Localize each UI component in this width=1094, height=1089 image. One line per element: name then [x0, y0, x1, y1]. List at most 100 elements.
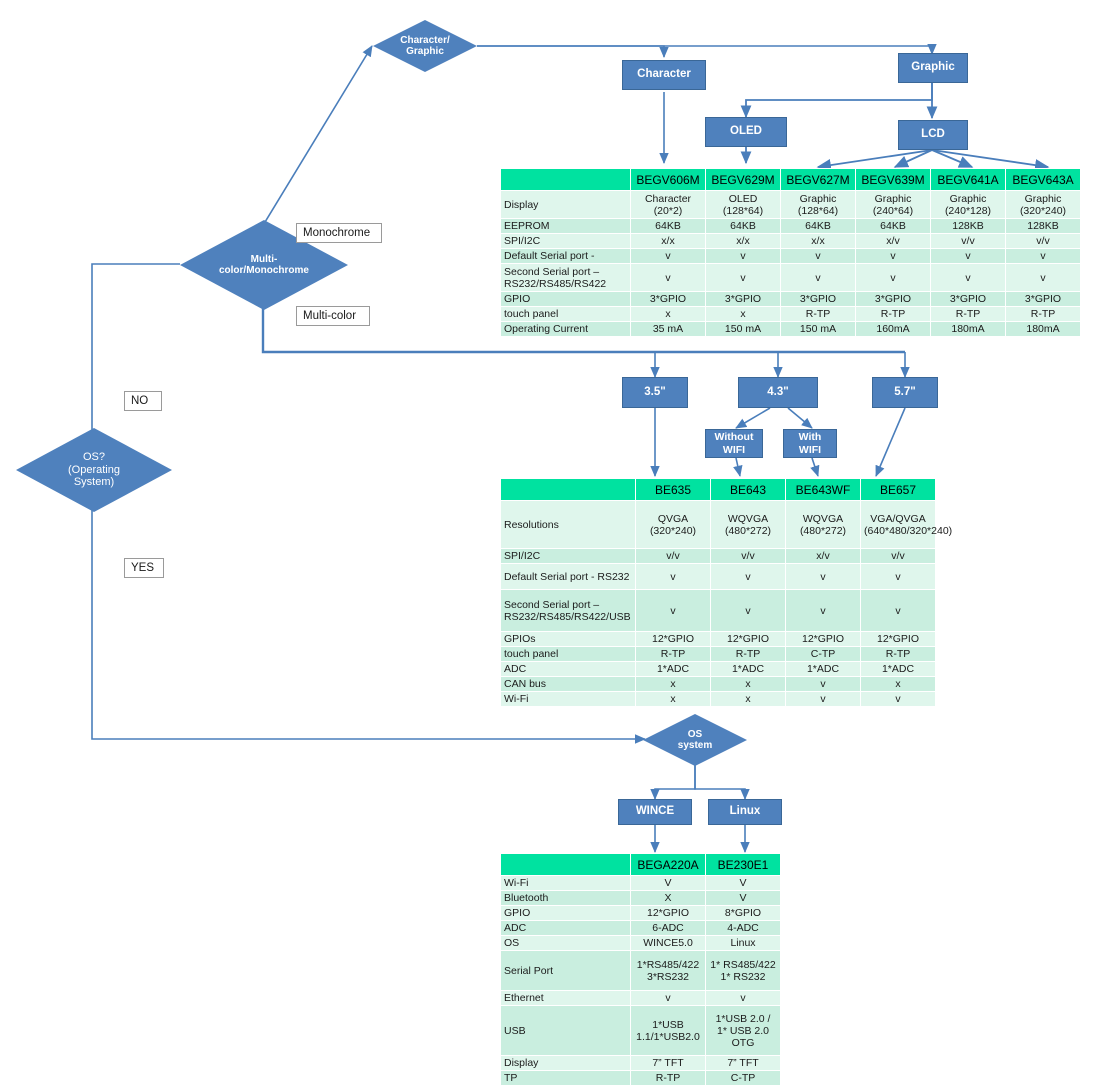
table-cell: C-TP: [785, 646, 861, 662]
decision-os[interactable]: OS? (Operating System): [16, 428, 172, 512]
table-cell: v: [860, 589, 936, 632]
decision-character-graphic-label: Character/ Graphic: [400, 34, 450, 58]
table-cell: V: [705, 875, 781, 891]
table-cell: x: [635, 691, 711, 707]
table-cell: 1*USB 2.0 / 1* USB 2.0 OTG: [705, 1005, 781, 1056]
node-size-35[interactable]: 3.5": [622, 377, 688, 408]
table-cell: v: [855, 248, 931, 264]
table-cell: Graphic (128*64): [780, 190, 856, 219]
table-cell: 128KB: [930, 218, 1006, 234]
table-cell: 3*GPIO: [1005, 291, 1081, 307]
node-size-57[interactable]: 5.7": [872, 377, 938, 408]
table-cell: v: [785, 676, 861, 692]
row-label: SPI/I2C: [500, 233, 631, 249]
table-cell: Graphic (240*128): [930, 190, 1006, 219]
row-label: Wi-Fi: [500, 691, 636, 707]
label-yes: YES: [124, 558, 164, 578]
column-header-BEGV629M: BEGV629M: [705, 168, 781, 191]
table-cell: R-TP: [630, 1070, 706, 1086]
table-cell: 1*ADC: [710, 661, 786, 677]
column-header-BEGV627M: BEGV627M: [780, 168, 856, 191]
table-cell: R-TP: [635, 646, 711, 662]
table-cell: 64KB: [780, 218, 856, 234]
table-cell: v/v: [930, 233, 1006, 249]
table-cell: v: [855, 263, 931, 292]
table-cell: v: [705, 248, 781, 264]
table-cell: R-TP: [710, 646, 786, 662]
row-label: USB: [500, 1005, 631, 1056]
table-cell: C-TP: [705, 1070, 781, 1086]
table-cell: v: [1005, 263, 1081, 292]
decision-character-graphic[interactable]: Character/ Graphic: [373, 20, 477, 72]
node-with-wifi[interactable]: With WIFI: [783, 429, 837, 458]
row-label: CAN bus: [500, 676, 636, 692]
node-oled[interactable]: OLED: [705, 117, 787, 147]
table-cell: 3*GPIO: [780, 291, 856, 307]
table-cell: v/v: [710, 548, 786, 564]
table-cell: 1*ADC: [860, 661, 936, 677]
table-corner-cell: [500, 168, 631, 191]
table-cell: 1* RS485/422 1* RS232: [705, 950, 781, 991]
table-cell: Graphic (320*240): [1005, 190, 1081, 219]
table-cell: VGA/QVGA (640*480/320*240): [860, 500, 952, 549]
node-linux[interactable]: Linux: [708, 799, 782, 825]
table-cell: x/x: [630, 233, 706, 249]
node-lcd[interactable]: LCD: [898, 120, 968, 150]
table-cell: x: [635, 676, 711, 692]
row-label: Default Serial port -: [500, 248, 631, 264]
table-cell: v: [780, 263, 856, 292]
row-label: Ethernet: [500, 990, 631, 1006]
table-cell: 12*GPIO: [630, 905, 706, 921]
row-label: Resolutions: [500, 500, 636, 549]
column-header-BEGV606M: BEGV606M: [630, 168, 706, 191]
row-label: Operating Current: [500, 321, 631, 337]
table-cell: R-TP: [860, 646, 936, 662]
table-cell: V: [630, 875, 706, 891]
node-character[interactable]: Character: [622, 60, 706, 90]
node-wince[interactable]: WINCE: [618, 799, 692, 825]
table-cell: 64KB: [630, 218, 706, 234]
decision-os-system[interactable]: OS system: [643, 714, 747, 766]
table-cell: v: [930, 248, 1006, 264]
table-cell: R-TP: [930, 306, 1006, 322]
node-size-43[interactable]: 4.3": [738, 377, 818, 408]
table-cell: v: [630, 263, 706, 292]
table-cell: v: [1005, 248, 1081, 264]
table-cell: 3*GPIO: [855, 291, 931, 307]
table-cell: 4-ADC: [705, 920, 781, 936]
node-without-wifi[interactable]: Without WIFI: [705, 429, 763, 458]
table-cell: 35 mA: [630, 321, 706, 337]
table-cell: 12*GPIO: [710, 631, 786, 647]
table-cell: v: [710, 563, 786, 590]
table-cell: v: [785, 563, 861, 590]
column-header-BEGV641A: BEGV641A: [930, 168, 1006, 191]
table-cell: x/v: [785, 548, 861, 564]
table-cell: WQVGA (480*272): [710, 500, 786, 549]
label-multicolor: Multi-color: [296, 306, 370, 326]
table-cell: 64KB: [705, 218, 781, 234]
table-cell: 180mA: [1005, 321, 1081, 337]
node-graphic[interactable]: Graphic: [898, 53, 968, 83]
row-label: OS: [500, 935, 631, 951]
table-cell: x/v: [855, 233, 931, 249]
decision-os-label: OS? (Operating System): [68, 451, 120, 489]
table-cell: v/v: [860, 548, 936, 564]
row-label: touch panel: [500, 306, 631, 322]
